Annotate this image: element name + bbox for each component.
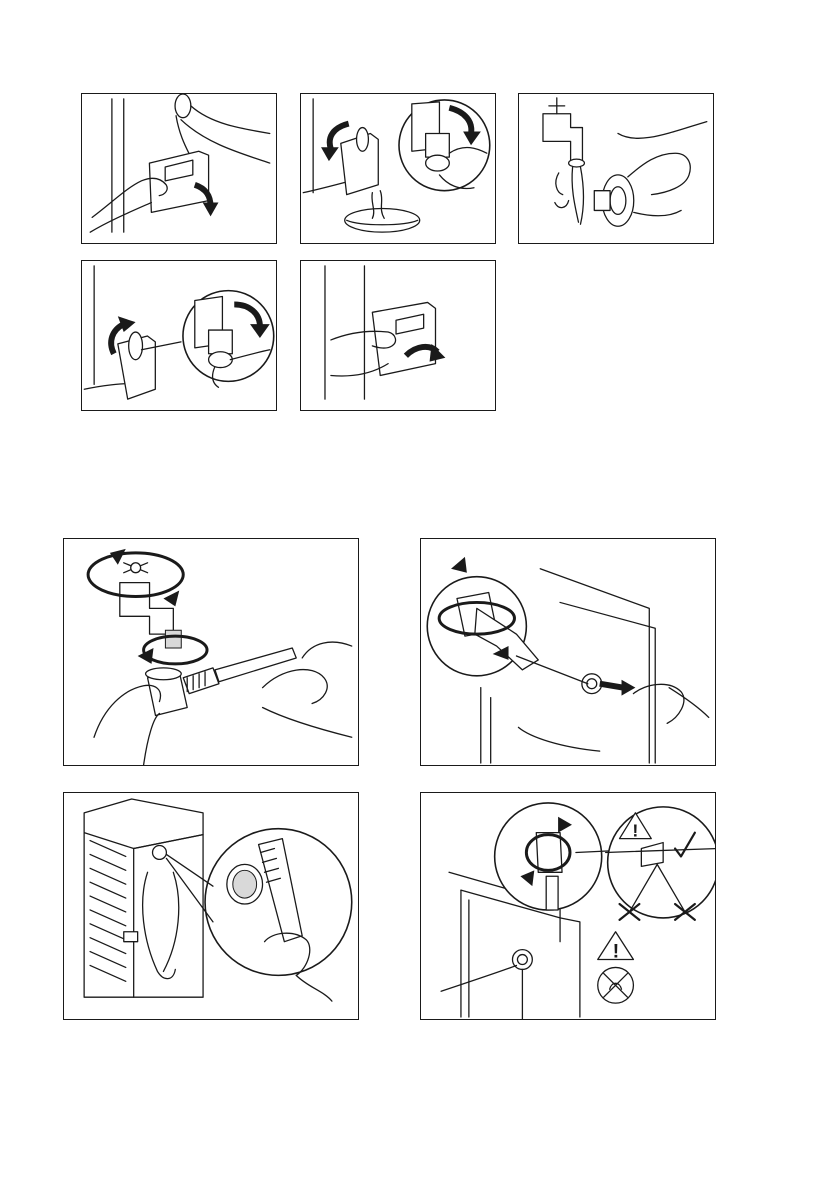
pump-flap-open-icon bbox=[82, 94, 276, 243]
figure-pump-step-4 bbox=[81, 260, 277, 411]
water-tap-icon bbox=[519, 94, 713, 243]
figure-pump-step-3 bbox=[518, 93, 714, 244]
machine-back-icon bbox=[421, 539, 715, 765]
drain-bowl-icon bbox=[301, 94, 495, 243]
hose-screw-icon: ! ! bbox=[421, 793, 715, 1019]
figure-inlet-step-2 bbox=[420, 538, 716, 766]
figure-inlet-step-1 bbox=[63, 538, 359, 766]
tap-close-icon bbox=[64, 539, 358, 765]
figure-pump-step-1 bbox=[81, 93, 277, 244]
brush-icon bbox=[183, 668, 219, 694]
figure-inlet-step-4: ! ! bbox=[420, 792, 716, 1020]
pump-flap-close-icon bbox=[301, 261, 495, 410]
figure-pump-step-5 bbox=[300, 260, 496, 411]
svg-text:!: ! bbox=[613, 941, 620, 963]
figure-pump-step-2 bbox=[300, 93, 496, 244]
pump-filter-screw-icon bbox=[82, 261, 276, 410]
inlet-filter-brush-icon bbox=[64, 793, 358, 1019]
svg-text:!: ! bbox=[632, 821, 638, 841]
figure-inlet-step-3 bbox=[63, 792, 359, 1020]
